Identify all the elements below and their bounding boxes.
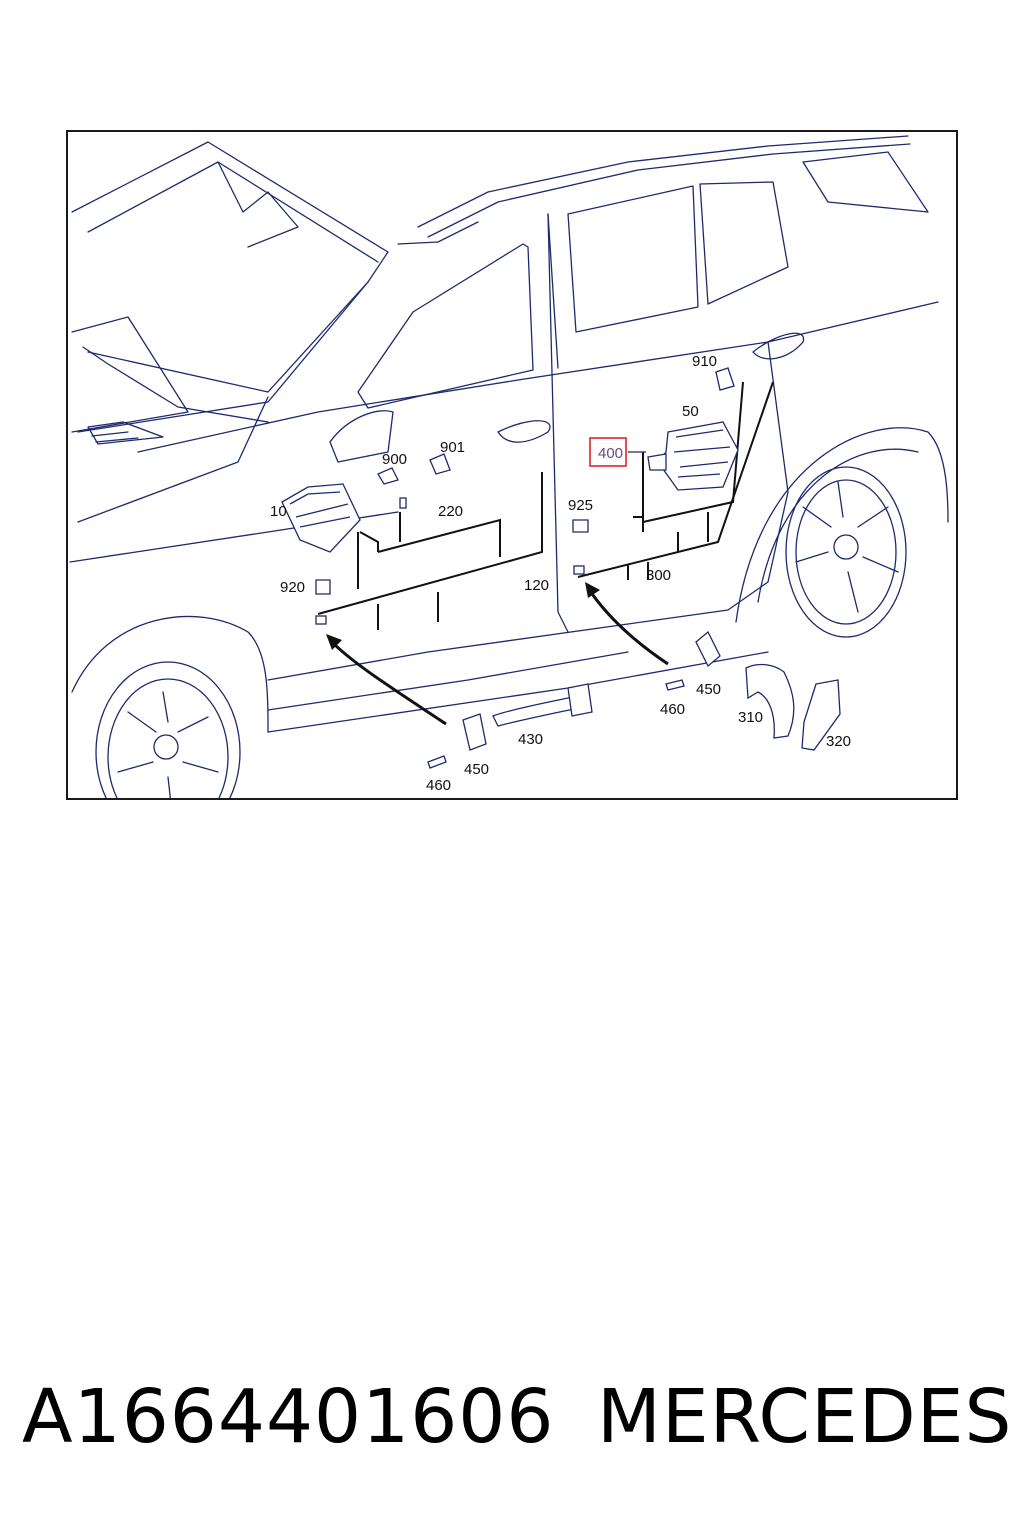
callout-320: 320 [826, 733, 851, 750]
components [281, 367, 841, 769]
callout-10: 10 [270, 503, 287, 520]
callout-220: 220 [438, 503, 463, 520]
callout-450-right: 450 [696, 681, 721, 698]
door-wiring-illustration: 10 50 120 220 300 310 320 400 430 450 45… [69, 135, 949, 798]
screw-460-right-shape [665, 679, 685, 691]
callout-920: 920 [280, 579, 305, 596]
callout-labels: 10 50 120 220 300 310 320 400 430 450 45… [270, 353, 851, 794]
part-number: A1664401606 [22, 1374, 555, 1460]
callout-50: 50 [682, 403, 699, 420]
wiring-harness [317, 381, 774, 630]
vehicle-outline [69, 135, 949, 798]
boot-320-shape [801, 679, 841, 751]
brand-name: MERCEDES [597, 1374, 1013, 1460]
clip-450-right-shape [695, 630, 721, 668]
parts-diagram: 10 50 120 220 300 310 320 400 430 450 45… [66, 130, 958, 800]
highlight-box-400 [589, 437, 627, 467]
screw-460-left-shape [427, 755, 447, 769]
callout-120: 120 [524, 577, 549, 594]
callout-901: 901 [440, 439, 465, 456]
callout-460-left: 460 [426, 777, 451, 794]
grommet-430-shape [492, 695, 581, 727]
door-module-400-shape [657, 421, 739, 491]
caption-bar: A1664401606 MERCEDES [0, 1372, 1024, 1462]
callout-450-left: 450 [464, 761, 489, 778]
callout-900: 900 [382, 451, 407, 468]
boot-310-shape [745, 663, 795, 739]
callout-925: 925 [568, 497, 593, 514]
callout-310: 310 [738, 709, 763, 726]
callout-300: 300 [646, 567, 671, 584]
callout-460-right: 460 [660, 701, 685, 718]
arrowheads [326, 582, 600, 650]
callout-910: 910 [692, 353, 717, 370]
assembly-arrows [328, 587, 669, 726]
callout-430: 430 [518, 731, 543, 748]
callout-400: 400 [598, 445, 623, 462]
clip-450-left-shape [462, 713, 487, 751]
